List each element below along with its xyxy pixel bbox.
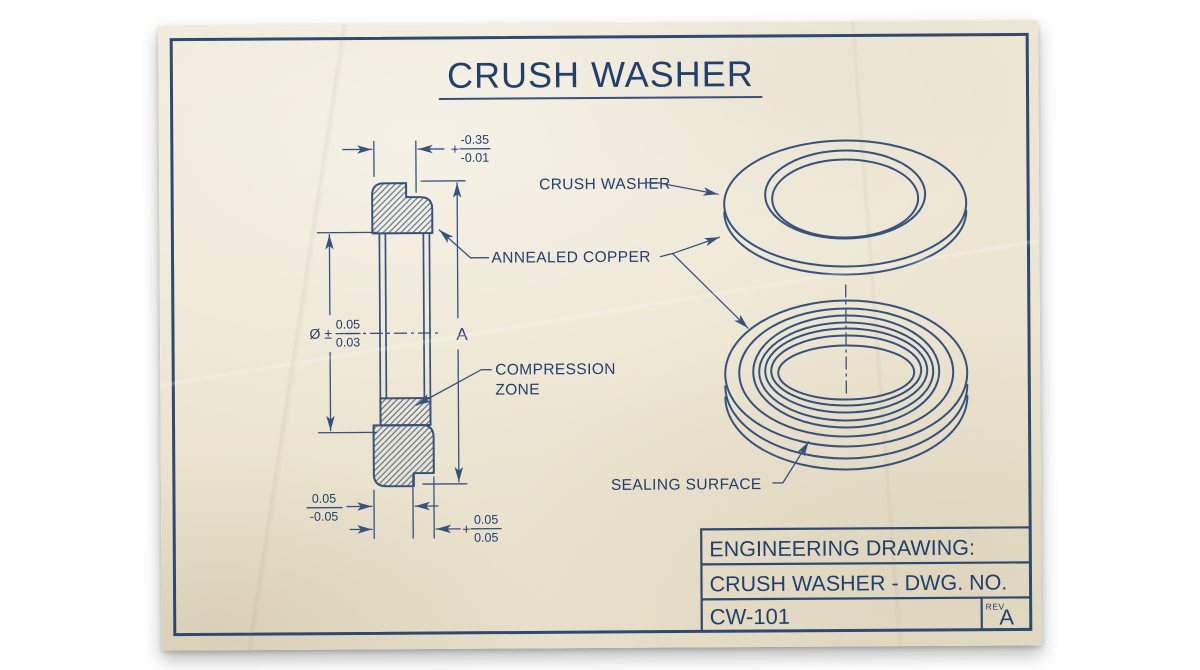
dim-prefix: + [451,141,459,157]
cross-section-walls [378,233,432,399]
cross-section-view [345,182,440,488]
top-washer-view [723,139,968,276]
leader-compression-zone [415,369,492,406]
title-block: ENGINEERING DRAWING: CRUSH WASHER - DWG.… [700,526,1032,633]
dim-denominator: -0.05 [310,510,339,524]
leader-annealed-stem [659,252,674,258]
seal-groove-2 [758,321,935,422]
seal-outer-edge [724,299,969,448]
title-underline [438,96,763,100]
callout-labels: CRUSH WASHER ANNEALED COPPER COMPRESSION… [415,176,810,494]
title-block-rev-value: A [999,604,1014,629]
washer-bore-edge [764,149,927,240]
cross-section-bottom-flange [372,424,435,488]
bottom-washer-view [724,284,969,471]
dim-denominator: 0.05 [474,531,498,545]
washer-outer-edge [723,139,968,268]
extension-lines [316,140,468,540]
washer-bore-chamfer [771,158,920,239]
drawing-sheet: CRUSH WASHER [158,20,1042,651]
dim-numerator: 0.05 [474,513,498,527]
seal-thickness-edge-1 [724,383,969,460]
leader-sealing-surface [772,441,810,484]
drawing-title: CRUSH WASHER [447,53,754,96]
engineering-drawing-canvas: CRUSH WASHER [169,32,1033,637]
callout-sealing-surface: SEALING SURFACE [611,476,762,494]
title-block-dividers [701,561,1031,630]
washer-thickness-edge [723,209,968,276]
title-block-line2: CRUSH WASHER - DWG. NO. [709,571,1007,597]
dimension-top-tolerance: + -0.35 -0.01 [451,133,491,165]
leader-annealed-lower [671,252,749,329]
title-block-drawing-number: CW-101 [710,604,790,629]
dim-numerator: 0.05 [336,317,360,331]
leader-crush-washer [645,181,719,196]
dim-numerator: 0.05 [312,492,336,506]
dim-arrow [454,349,464,483]
dim-prefix: + [462,521,470,537]
leader-annealed-upper [671,236,721,255]
dimension-left-diameter: Ø ± 0.05 0.03 [309,317,361,350]
title-block-rev-label: REV [986,602,1005,612]
callout-compression-zone-line1: COMPRESSION [495,361,616,379]
dim-height-ref: A [456,325,468,344]
title-block-frame [700,526,1032,633]
seal-groove-1 [752,314,941,429]
leader-annealed-left [438,229,490,259]
cross-section-top-flange [371,182,434,235]
dim-arrow [452,182,462,319]
seal-centerline [845,284,848,396]
callout-compression-zone-line2: ZONE [495,381,540,398]
callout-annealed-copper: ANNEALED COPPER [491,249,650,267]
cross-section-centerline [345,332,440,335]
seal-thickness-edge-2 [724,394,969,471]
dim-prefix: Ø ± [309,326,332,342]
callout-crush-washer: CRUSH WASHER [539,176,671,194]
sheet-border [169,32,1033,637]
dim-denominator: -0.01 [461,151,490,165]
dimension-graphics: + -0.35 -0.01 Ø ± 0.05 0.03 A 0.05 [306,133,502,545]
dim-denominator: 0.03 [336,335,360,349]
title-block-line1: ENGINEERING DRAWING: [709,536,975,562]
dimension-bottom-left: 0.05 -0.05 [306,492,343,524]
dimension-bottom-right: + 0.05 0.05 [462,513,502,545]
dim-numerator: -0.35 [461,133,490,147]
